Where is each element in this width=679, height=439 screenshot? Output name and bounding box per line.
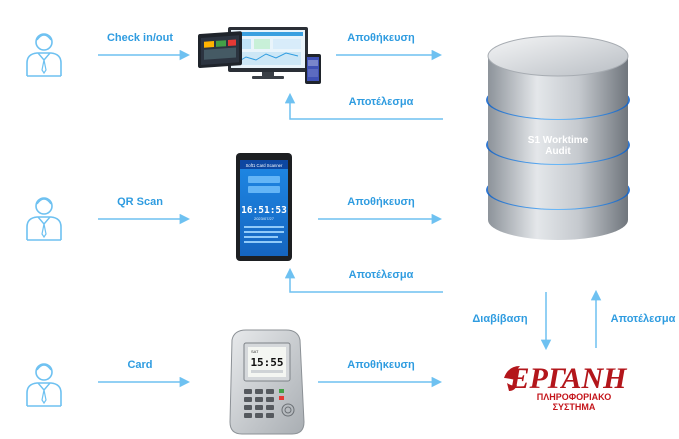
label-card: Card — [127, 359, 152, 371]
ergani-subtitle-1: ΠΛΗΡΟΦΟΡΙΑΚΟ — [537, 392, 611, 402]
label-result-2: Αποτέλεσμα — [349, 269, 414, 281]
ergani-swoosh-icon — [504, 366, 520, 380]
ergani-logo: ΕΡΓΑΝΗ ΠΛΗΡΟΦΟΡΙΑΚΟ ΣΥΣΤΗΜΑ — [504, 362, 628, 412]
ergani-logo-text: ΕΡΓΑΝΗ — [509, 362, 629, 395]
arrow-db-to-device1 — [284, 92, 443, 120]
label-result-1: Αποτέλεσμα — [349, 96, 414, 108]
label-store-1: Αποθήκευση — [347, 32, 415, 44]
ergani-subtitle-2: ΣΥΣΤΗΜΑ — [553, 402, 596, 412]
person-icon-checkin — [26, 33, 62, 77]
qr-tablet-icon: Soft1 Card Scanner 16:51:53 2023/07/27 — [236, 153, 292, 261]
label-checkin: Check in/out — [107, 32, 173, 44]
label-ergani-result: Αποτέλεσμα — [611, 313, 676, 325]
database-cylinder-icon — [486, 35, 630, 240]
label-transmission: Διαβίβαση — [472, 313, 527, 325]
terminal-clock: 15:55 — [250, 356, 283, 369]
person-icon-card — [26, 363, 62, 407]
dashboard-monitors-icon — [198, 27, 321, 84]
arrow-db-to-device2 — [284, 267, 443, 293]
tablet-header-text: Soft1 Card Scanner — [246, 163, 283, 168]
terminal-day: SAT — [251, 349, 259, 354]
tablet-date: 2023/07/27 — [254, 216, 275, 221]
db-label-line2: Audit — [545, 146, 571, 157]
db-label-line1: S1 Worktime — [528, 135, 589, 146]
person-icon-qr — [26, 197, 62, 241]
label-store-2: Αποθήκευση — [347, 196, 415, 208]
label-qr-scan: QR Scan — [117, 196, 163, 208]
tablet-clock: 16:51:53 — [241, 205, 287, 216]
label-store-3: Αποθήκευση — [347, 359, 415, 371]
card-terminal-icon: 15:55 SAT — [229, 329, 305, 435]
